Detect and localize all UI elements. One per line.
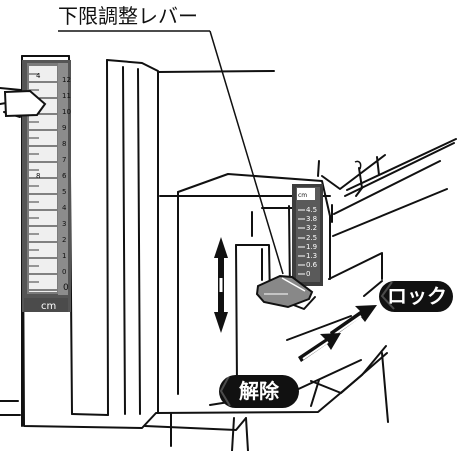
right-scale-value: 1.9	[306, 243, 317, 251]
left-scale-number: 1	[62, 252, 66, 260]
left-scale-number: 10	[62, 108, 71, 116]
release-arrow-icon	[298, 333, 341, 362]
left-scale-number: 4	[62, 204, 67, 212]
lock-arrow-icon	[330, 305, 377, 338]
lock-badge	[379, 281, 453, 312]
lock-label: ロック	[387, 284, 447, 308]
left-scale-number: 3	[62, 220, 66, 228]
left-scale-number: 8	[62, 140, 66, 148]
right-scale: cm 4.5 3.8 3.2 2.5 1.9 1.3 0.6 0	[292, 184, 323, 286]
left-scale-number: 7	[62, 156, 66, 164]
right-scale-value: 2.5	[306, 234, 317, 242]
left-scale-bottom-mark: 0	[63, 283, 69, 293]
right-scale-value: 3.2	[306, 224, 317, 232]
left-clip	[3, 89, 47, 118]
lower-limit-lever	[255, 274, 314, 309]
left-unit-label: cm	[41, 301, 56, 312]
left-scale-number: 9	[62, 124, 66, 132]
left-scale-number: 0	[62, 268, 66, 276]
right-unit-label: cm	[298, 192, 307, 199]
left-scale-number: 6	[62, 172, 67, 180]
right-scale-value: 3.8	[306, 215, 317, 223]
left-scale-number: 11	[62, 92, 71, 100]
right-scale-value: 0.6	[306, 261, 318, 269]
left-scale-number: 2	[62, 236, 66, 244]
right-scale-value: 1.3	[306, 252, 317, 260]
release-label: 解除	[239, 379, 279, 403]
left-scale-top-mark: 4	[36, 72, 41, 80]
callout-line	[58, 30, 284, 275]
vertical-arrow-icon	[214, 237, 228, 333]
release-badge	[219, 375, 299, 408]
callout-label: 下限調整レバー	[58, 4, 198, 28]
right-scale-value: 4.5	[306, 206, 317, 214]
right-scale-value: 0	[306, 270, 310, 278]
left-scale-number: 12	[62, 76, 71, 84]
left-scale-mid-mark: 8	[36, 172, 40, 180]
left-scale-number: 5	[62, 188, 66, 196]
